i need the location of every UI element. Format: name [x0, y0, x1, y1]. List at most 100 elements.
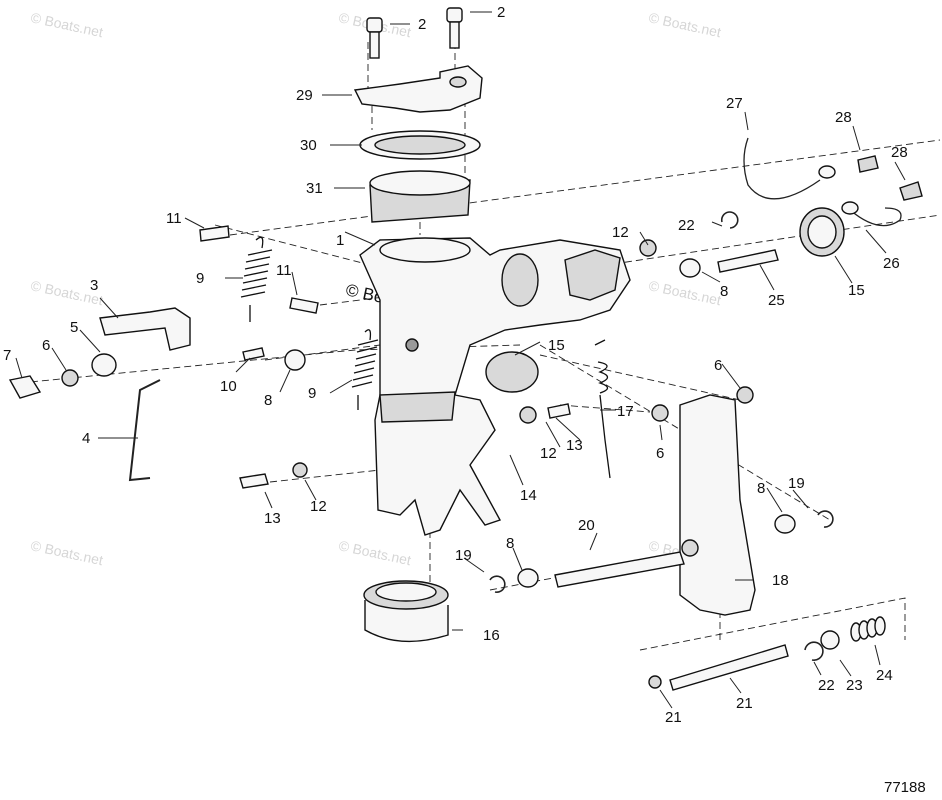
- bolt-13-mid: [547, 403, 571, 419]
- nut-6-right: [736, 386, 754, 404]
- callout-labels: 1 2 2 3 4 5 6 6 6 7 8 8 8 8 8 9 9 10 11 …: [3, 4, 908, 726]
- callout-12-bottom: 12: [310, 498, 327, 515]
- callout-27: 27: [726, 95, 743, 112]
- callout-3: 3: [90, 277, 98, 294]
- watermark: © Boats.net: [29, 9, 104, 40]
- screw-2a: [366, 17, 383, 59]
- screw-28b: [899, 181, 923, 201]
- callout-21-right: 21: [736, 695, 753, 712]
- spring-24: [850, 616, 886, 642]
- leader-lines: [15, 11, 906, 709]
- callout-1: 1: [336, 232, 344, 249]
- callout-20: 20: [578, 517, 595, 534]
- screw-2b: [446, 7, 463, 49]
- callout-19-bottom: 19: [455, 547, 472, 564]
- callout-19-right: 19: [788, 475, 805, 492]
- washer-8-bottom: [517, 568, 539, 588]
- watermark: © Boats.net: [337, 537, 412, 568]
- stud-11-top: [199, 225, 230, 242]
- bushing-15-center: [485, 351, 539, 393]
- terminal-26: [841, 201, 859, 215]
- watermark: © Boats.net: [647, 9, 722, 40]
- bracket-3: [99, 307, 191, 351]
- gear-ring-top: [369, 170, 471, 196]
- cable-27: [743, 137, 821, 200]
- callout-22-bottom: 22: [818, 677, 835, 694]
- callout-4: 4: [82, 430, 90, 447]
- rod-4: [128, 379, 161, 482]
- washer-8-left: [284, 349, 306, 371]
- callout-18: 18: [772, 572, 789, 589]
- clip-19-bottom: [489, 575, 506, 593]
- pin-25: [717, 249, 779, 273]
- bracket-plate-29: [353, 65, 483, 113]
- callout-31: 31: [306, 180, 323, 197]
- pin-21-end: [648, 675, 662, 689]
- callout-11-mid: 11: [276, 262, 292, 279]
- washer-8-top: [679, 258, 701, 278]
- callout-13-bottom: 13: [264, 510, 281, 527]
- gasket-inner: [374, 135, 466, 155]
- drawing-number: 77188: [884, 779, 926, 796]
- stud-11-mid: [289, 297, 319, 314]
- callout-12-top: 12: [612, 224, 629, 241]
- callout-30: 30: [300, 137, 317, 154]
- callout-24: 24: [876, 667, 893, 684]
- stud-10: [242, 347, 265, 361]
- callout-2b: 2: [497, 4, 505, 21]
- clip-19-right: [817, 510, 834, 528]
- callout-8-top: 8: [720, 283, 728, 300]
- callout-25: 25: [768, 292, 785, 309]
- lever-arm-18: [679, 394, 756, 616]
- callout-9-left: 9: [196, 270, 204, 287]
- washer-8-right: [774, 514, 796, 534]
- callout-22-top: 22: [678, 217, 695, 234]
- callout-6-mid: 6: [656, 445, 664, 462]
- screw-28a: [857, 155, 879, 173]
- watermark: © Boats.net: [29, 537, 104, 568]
- bushing-12-bottom: [292, 462, 308, 478]
- callout-7: 7: [3, 347, 11, 364]
- callout-10: 10: [220, 378, 237, 395]
- callout-29: 29: [296, 87, 313, 104]
- callout-15-center: 15: [548, 337, 565, 354]
- cable-26: [849, 207, 902, 227]
- callout-26: 26: [883, 255, 900, 272]
- callout-13-mid: 13: [566, 437, 583, 454]
- pin-21: [669, 644, 789, 691]
- spring-9-center: [351, 329, 379, 410]
- callout-23: 23: [846, 677, 863, 694]
- spring-9-left: [240, 236, 273, 322]
- terminal-27: [818, 165, 836, 179]
- callout-16: 16: [483, 627, 500, 644]
- callout-15-right: 15: [848, 282, 865, 299]
- callout-6-right: 6: [714, 357, 722, 374]
- assembly-lines: [19, 42, 941, 651]
- callout-8-bottom: 8: [506, 535, 514, 552]
- nut-6-mid: [651, 404, 669, 422]
- callout-6-left: 6: [42, 337, 50, 354]
- nut-16: [363, 580, 449, 643]
- callout-8-left: 8: [264, 392, 272, 409]
- lever-hole: [681, 539, 699, 557]
- bolt-13-bottom: [239, 473, 269, 489]
- callout-21-left: 21: [665, 709, 682, 726]
- bolt-7: [8, 375, 42, 399]
- washer-5: [91, 353, 117, 377]
- callout-2a: 2: [418, 16, 426, 33]
- watermark: © Boats.net: [647, 277, 722, 308]
- callout-9-center: 9: [308, 385, 316, 402]
- nut-6-left: [61, 369, 79, 387]
- callout-28-top: 28: [835, 109, 852, 126]
- callout-5: 5: [70, 319, 78, 336]
- callout-12-mid: 12: [540, 445, 557, 462]
- bushing-12-top: [639, 239, 657, 257]
- callout-28-right: 28: [891, 144, 908, 161]
- callout-14: 14: [520, 487, 537, 504]
- bushing-12-mid: [519, 406, 537, 424]
- bushing-15-right-inner: [807, 215, 837, 249]
- clip-22-top: [720, 211, 739, 229]
- washer-23: [820, 630, 840, 650]
